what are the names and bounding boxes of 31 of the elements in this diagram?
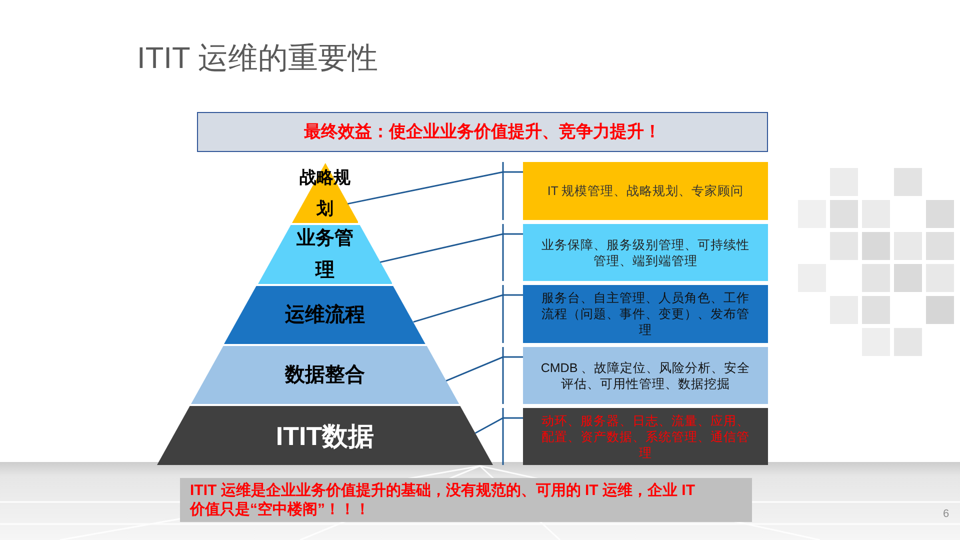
layer-label: 数据整合 <box>284 363 365 387</box>
layer-label: 战略规划 <box>299 167 350 220</box>
panel-text: 动环、服务器、日志、流量、应用、配置、资产数据、系统管理、通信管理 <box>540 412 750 460</box>
info-panel <box>523 224 768 281</box>
connector-line <box>348 171 523 205</box>
info-panel <box>523 162 768 220</box>
pyramid-layer <box>157 406 493 465</box>
note-box <box>180 478 752 522</box>
connector-line <box>380 233 523 263</box>
panel-text: 业务保障、服务级别管理、可持续性管理、端到端管理 <box>540 236 750 268</box>
panel-text: 服务台、自主管理、人员角色、工作流程（问题、事件、变更）、发布管理 <box>540 290 750 338</box>
connector-line <box>413 294 523 323</box>
panel-text: IT 规模管理、战略规划、专家顾问 <box>547 183 744 199</box>
pyramid-layer <box>292 163 358 223</box>
info-panel <box>523 285 768 343</box>
info-panel <box>523 347 768 404</box>
panel-text: CMDB 、故障定位、风险分析、安全评估、可用性管理、数据挖掘 <box>540 360 752 392</box>
note-text: ITIT 运维是企业业务价值提升的基础，没有规范的、可用的 IT 运维，企业 IT 价值只是“空中楼阁”！！！ <box>190 481 696 519</box>
layer-label: 运维流程 <box>284 303 365 327</box>
slide-title: ITIT 运维的重要性 <box>137 41 378 77</box>
pyramid-layer <box>258 225 392 284</box>
pyramid-layer <box>224 286 426 344</box>
connector-line <box>446 356 523 382</box>
connector-line <box>474 417 523 434</box>
layer-label: 业务管理 <box>296 226 354 282</box>
banner-text: 最终效益：使企业业务价值提升、竞争力提升！ <box>304 121 661 144</box>
pyramid-layer <box>190 346 460 404</box>
banner-box <box>197 112 768 152</box>
layer-label: ITIT数据 <box>276 420 374 450</box>
page-number: 6 <box>943 507 950 522</box>
info-panel <box>523 408 768 465</box>
